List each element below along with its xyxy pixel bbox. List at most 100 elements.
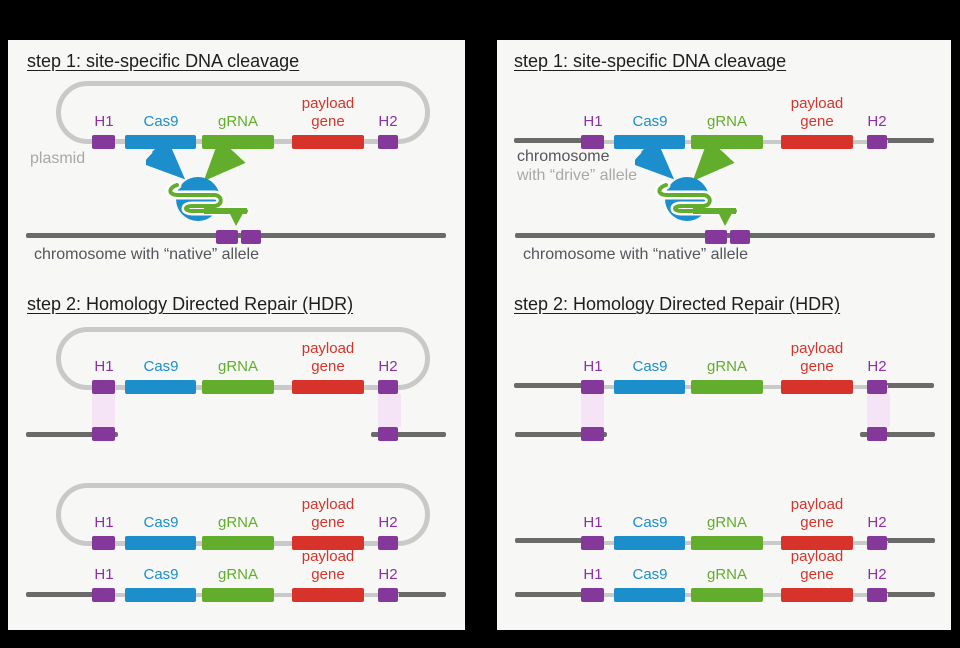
cas9-gene-box xyxy=(125,588,196,602)
h2-label: H2 xyxy=(867,358,887,375)
h1-homology-box xyxy=(581,380,604,394)
h1-homology-box xyxy=(92,427,115,441)
h2-label: H2 xyxy=(867,566,887,583)
grna-gene-box xyxy=(691,536,763,550)
drive-chromosome-left xyxy=(514,383,587,388)
h2-label: H2 xyxy=(378,566,398,583)
h1-homology-box xyxy=(92,380,115,394)
cas9-grna-complex-icon xyxy=(631,137,740,226)
payload-gene-box xyxy=(292,536,364,550)
grna-label: gRNA xyxy=(706,113,748,130)
payload-gene-box xyxy=(292,135,364,149)
h2-homology-box xyxy=(867,536,887,550)
cas9-label: Cas9 xyxy=(143,566,179,583)
drive-caption-line2: with “drive” allele xyxy=(517,167,638,184)
step2-title: step 2: Homology Directed Repair (HDR) xyxy=(514,294,841,314)
payload-label-line1: payload xyxy=(790,340,844,357)
h1-homology-box xyxy=(581,135,604,149)
h1-homology-box xyxy=(581,588,604,602)
grna-label: gRNA xyxy=(706,514,748,531)
cas9-grna-complex-icon xyxy=(142,137,251,226)
h1-homology-box xyxy=(581,536,604,550)
grna-gene-box xyxy=(202,536,274,550)
repaired-chromosome-right xyxy=(388,592,446,597)
h2-label: H2 xyxy=(378,358,398,375)
cas9-gene-box xyxy=(614,536,685,550)
h2-homology-box xyxy=(378,427,398,441)
cut-site-triangle-icon xyxy=(227,208,246,226)
h2-homology-box xyxy=(867,588,887,602)
grna-gene-box xyxy=(691,380,763,394)
cas9-label: Cas9 xyxy=(632,113,668,130)
payload-gene-box xyxy=(781,380,853,394)
h1-label: H1 xyxy=(94,113,114,130)
payload-label-line2: gene xyxy=(311,514,345,531)
payload-label-line2: gene xyxy=(311,566,345,583)
payload-label-line2: gene xyxy=(800,514,834,531)
step1-title: step 1: site-specific DNA cleavage xyxy=(27,51,300,71)
homology-alignment-band xyxy=(867,394,890,427)
cas9-gene-box xyxy=(125,380,196,394)
broken-chromosome-right xyxy=(860,432,935,437)
grna-gene-box xyxy=(691,588,763,602)
broken-chromosome-left xyxy=(26,432,118,437)
payload-gene-box xyxy=(781,588,853,602)
h2-homology-box xyxy=(378,536,398,550)
h2-homology-box xyxy=(378,135,398,149)
cut-site-right-box xyxy=(730,230,750,244)
h1-label: H1 xyxy=(94,514,114,531)
payload-label-line2: gene xyxy=(311,113,345,130)
grna-gene-box xyxy=(202,380,274,394)
h2-homology-box xyxy=(867,380,887,394)
h1-homology-box xyxy=(92,135,115,149)
h2-label: H2 xyxy=(867,113,887,130)
grna-label: gRNA xyxy=(217,113,259,130)
payload-label-line1: payload xyxy=(301,496,355,513)
h1-label: H1 xyxy=(583,113,603,130)
payload-label-line2: gene xyxy=(800,566,834,583)
h1-label: H1 xyxy=(583,566,603,583)
payload-label-line1: payload xyxy=(790,95,844,112)
cas9-label: Cas9 xyxy=(143,514,179,531)
payload-label-line2: gene xyxy=(311,358,345,375)
h2-label: H2 xyxy=(378,113,398,130)
drive-chromosome-left xyxy=(514,138,587,143)
grna-ribbon xyxy=(168,183,248,213)
step1-title: step 1: site-specific DNA cleavage xyxy=(514,51,787,71)
h1-label: H1 xyxy=(583,514,603,531)
payload-label-line1: payload xyxy=(301,548,355,565)
grna-label: gRNA xyxy=(706,566,748,583)
payload-label-line2: gene xyxy=(800,113,834,130)
payload-label-line1: payload xyxy=(301,340,355,357)
cut-site-triangle-icon xyxy=(716,208,735,226)
broken-chromosome-right xyxy=(371,432,446,437)
homology-alignment-band xyxy=(581,394,604,427)
cas9-gene-box xyxy=(614,588,685,602)
h1-label: H1 xyxy=(94,566,114,583)
cas9-gene-box xyxy=(614,380,685,394)
grna-label: gRNA xyxy=(217,514,259,531)
h1-label: H1 xyxy=(94,358,114,375)
plasmid-drive-panel: step 1: site-specific DNA cleavage H1 Ca… xyxy=(8,40,465,630)
h2-label: H2 xyxy=(867,514,887,531)
cas9-delivery-arrow-icon xyxy=(142,137,186,180)
h1-homology-box xyxy=(92,536,115,550)
cas9-delivery-arrow-icon xyxy=(631,137,675,180)
grna-ribbon xyxy=(657,183,737,213)
drive-caption-line1: chromosome xyxy=(517,148,610,165)
grna-label: gRNA xyxy=(706,358,748,375)
native-allele-caption: chromosome with “native” allele xyxy=(34,246,259,263)
drive-chromosome-right xyxy=(877,383,934,388)
